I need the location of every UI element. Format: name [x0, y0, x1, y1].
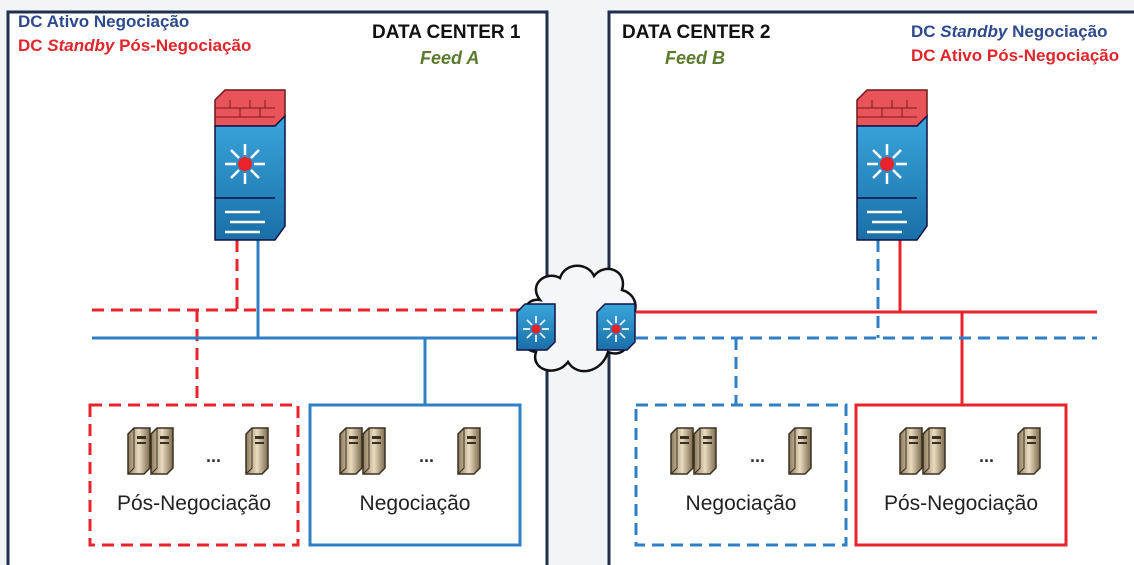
core-switch-icon — [214, 114, 286, 241]
dc1-feed-label: Feed A — [420, 48, 480, 68]
firewall-icon — [214, 89, 286, 127]
dc1-cluster-left-label: Pós-Negociação — [116, 492, 272, 515]
dc2-title: DATA CENTER 2 — [622, 22, 771, 43]
dc1-cluster-right-label: Negociação — [359, 492, 471, 515]
dc2-red-bus — [636, 240, 1097, 405]
dc2-legend-red: DC Ativo Pós-Negociação — [911, 46, 1120, 65]
dc2-blue-dashed-bus — [636, 240, 1097, 405]
dc1-legend-red: DC Standby Pós-Negociação — [18, 36, 252, 55]
dc1-negociacao-cluster — [308, 403, 522, 547]
server-ellipsis: ... — [979, 446, 995, 466]
dc1-title: DATA CENTER 1 — [372, 22, 521, 43]
server-ellipsis: ... — [419, 446, 435, 466]
dc2-cluster-left-label: Negociação — [685, 492, 797, 515]
server-ellipsis: ... — [206, 446, 222, 466]
dc1-legend-blue: DC Ativo Negociação — [18, 12, 190, 31]
dc2-pos-negociacao-cluster — [854, 403, 1068, 547]
edge-switch-icon — [516, 303, 556, 351]
dc1-red-dashed-bus — [92, 240, 520, 405]
dc2-legend-blue: DC Standby Negociação — [911, 22, 1108, 41]
core-switch-icon — [856, 114, 928, 241]
server-ellipsis: ... — [750, 446, 766, 466]
dc1-pos-negociacao-cluster — [88, 403, 300, 547]
dc2-negociacao-cluster — [634, 403, 848, 547]
dc1-blue-bus — [92, 240, 520, 405]
edge-switch-icon — [596, 303, 636, 351]
dc2-feed-label: Feed B — [665, 48, 726, 68]
dc2-cluster-right-label: Pós-Negociação — [883, 492, 1039, 515]
firewall-icon — [856, 89, 928, 127]
